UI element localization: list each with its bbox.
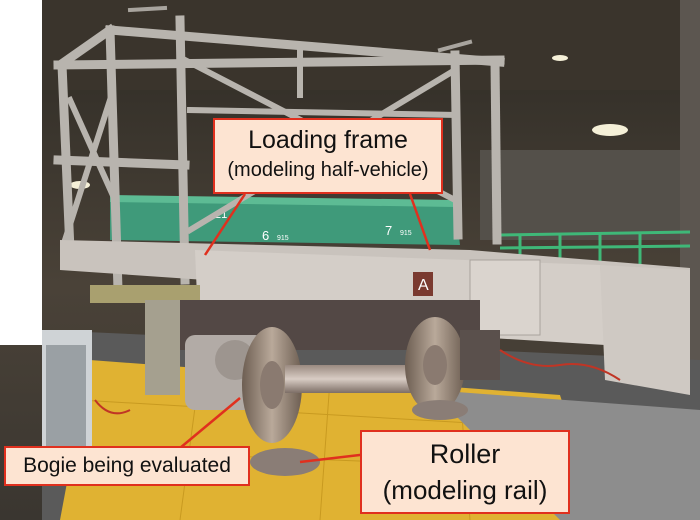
bogie-callout: Bogie being evaluated bbox=[4, 446, 250, 486]
axle-box bbox=[460, 330, 500, 380]
bogie-support bbox=[145, 300, 180, 395]
left-wheel-hub bbox=[260, 361, 284, 409]
beam-mark-6: 6 bbox=[262, 228, 269, 243]
roller-sublabel: (modeling rail) bbox=[382, 475, 548, 505]
rear-roller bbox=[412, 400, 468, 420]
roller-callout: Roller (modeling rail) bbox=[360, 430, 570, 514]
roller-label: Roller bbox=[429, 439, 501, 469]
green-beam bbox=[110, 200, 460, 245]
ceiling bbox=[42, 0, 700, 90]
car-label-plate bbox=[413, 272, 433, 296]
left-base-block bbox=[90, 285, 200, 303]
left-equipment-rack bbox=[46, 345, 86, 465]
car-body-end bbox=[600, 265, 690, 395]
loading-frame-callout: Loading frame (modeling half-vehicle) bbox=[213, 118, 443, 194]
front-roller bbox=[250, 448, 320, 476]
green-beam-top bbox=[110, 195, 455, 207]
back-wall bbox=[480, 150, 700, 240]
left-white-margin bbox=[0, 0, 42, 345]
car-label: A bbox=[418, 277, 429, 294]
loading-frame-label: Loading frame bbox=[248, 126, 408, 154]
loading-frame-sublabel: (modeling half-vehicle) bbox=[227, 159, 429, 181]
loading-frame bbox=[53, 5, 505, 295]
beam-mark-915-b: 915 bbox=[400, 230, 412, 237]
callout-leader-lines bbox=[179, 193, 432, 464]
beam-mark-915-a: 915 bbox=[277, 235, 289, 242]
right-wheel-hub bbox=[423, 345, 447, 385]
beam-mark-7: 7 bbox=[385, 223, 392, 238]
cables bbox=[94, 349, 621, 415]
car-body-plate bbox=[469, 259, 541, 336]
